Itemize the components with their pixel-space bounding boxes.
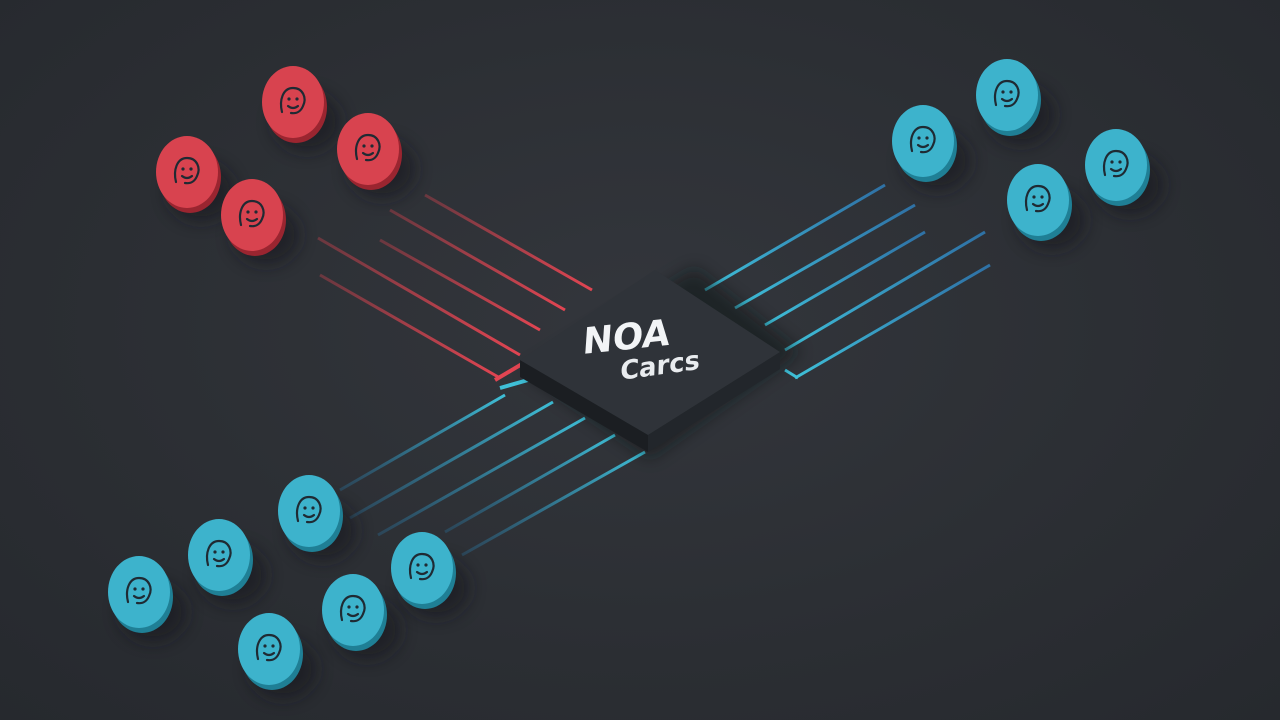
hub-chip: NOA Carcs bbox=[520, 268, 800, 458]
links-bottom-left bbox=[339, 393, 646, 557]
user-node bbox=[238, 613, 317, 699]
user-node bbox=[108, 556, 187, 642]
link-line bbox=[461, 450, 646, 557]
link-line bbox=[794, 263, 991, 380]
link-line bbox=[734, 203, 916, 310]
connector-cyan-right bbox=[784, 368, 799, 380]
link-line bbox=[349, 400, 554, 520]
user-face-icon bbox=[1102, 149, 1129, 178]
link-line bbox=[764, 230, 926, 327]
link-line bbox=[444, 433, 616, 534]
user-node bbox=[188, 519, 267, 605]
hub-side-right bbox=[648, 352, 780, 452]
user-face-icon bbox=[125, 576, 152, 605]
user-face-icon bbox=[205, 539, 232, 568]
link-line bbox=[704, 183, 886, 292]
user-face-icon bbox=[408, 552, 435, 581]
user-node bbox=[976, 59, 1055, 145]
user-node bbox=[262, 66, 341, 152]
link-line bbox=[784, 230, 986, 352]
user-node bbox=[391, 532, 470, 618]
node-group-top-left bbox=[156, 66, 416, 265]
user-node bbox=[156, 136, 235, 222]
connector-red bbox=[493, 362, 524, 382]
hub-top bbox=[520, 270, 780, 435]
user-node bbox=[892, 105, 971, 191]
user-face-icon bbox=[255, 633, 282, 662]
hub-side-left bbox=[520, 360, 648, 452]
link-line bbox=[389, 208, 566, 312]
user-face-icon bbox=[279, 86, 306, 115]
node-group-bottom-left bbox=[108, 475, 470, 699]
link-line bbox=[377, 416, 586, 537]
user-node bbox=[337, 113, 416, 199]
user-node bbox=[221, 179, 300, 265]
user-face-icon bbox=[173, 156, 200, 185]
links-top-right bbox=[704, 183, 991, 380]
user-face-icon bbox=[993, 79, 1020, 108]
user-face-icon bbox=[339, 594, 366, 623]
node-group-top-right bbox=[892, 59, 1164, 250]
hub-connectors bbox=[493, 362, 799, 390]
user-face-icon bbox=[909, 125, 936, 154]
link-line bbox=[379, 238, 541, 332]
user-node bbox=[278, 475, 357, 561]
user-node bbox=[1085, 129, 1164, 215]
hub-title: NOA bbox=[581, 311, 671, 363]
user-node bbox=[322, 574, 401, 660]
user-face-icon bbox=[295, 495, 322, 524]
link-line bbox=[317, 236, 521, 357]
node-layer bbox=[108, 59, 1164, 699]
user-face-icon bbox=[238, 199, 265, 228]
user-node bbox=[1007, 164, 1086, 250]
user-face-icon bbox=[1024, 184, 1051, 213]
link-line bbox=[319, 273, 501, 380]
connector-cyan bbox=[499, 378, 529, 390]
user-face-icon bbox=[354, 133, 381, 162]
link-line bbox=[424, 193, 593, 292]
links-top-left bbox=[317, 193, 593, 380]
link-line bbox=[339, 393, 506, 492]
